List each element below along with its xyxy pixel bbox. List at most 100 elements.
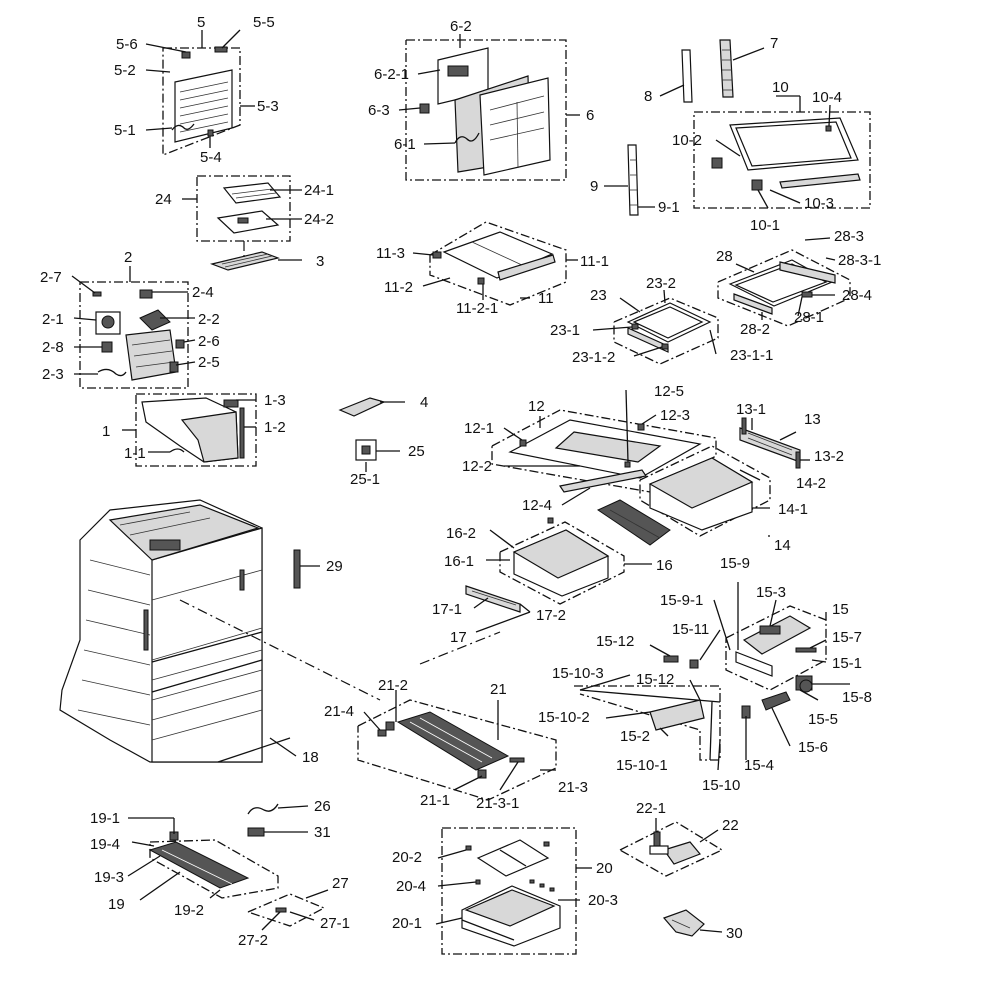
leader-lines-22-30 bbox=[655, 818, 723, 933]
label-15-10-3: 15-10-3 bbox=[552, 665, 604, 682]
label-6-1: 6-1 bbox=[394, 136, 416, 153]
part-group-16 bbox=[465, 517, 625, 613]
label-2: 2 bbox=[124, 249, 132, 266]
label-10-4: 10-4 bbox=[812, 89, 842, 106]
leader-lines-19-27 bbox=[127, 805, 329, 931]
label-16: 16 bbox=[656, 557, 673, 574]
label-2-7: 2-7 bbox=[40, 269, 62, 286]
label-15: 15 bbox=[832, 601, 849, 618]
label-5-6: 5-6 bbox=[116, 36, 138, 53]
label-15-10-1: 15-10-1 bbox=[616, 757, 668, 774]
label-15-4: 15-4 bbox=[744, 757, 774, 774]
label-15-9: 15-9 bbox=[720, 555, 750, 572]
label-10-3: 10-3 bbox=[804, 195, 834, 212]
label-20-4: 20-4 bbox=[396, 878, 426, 895]
label-15-12-a: 15-12 bbox=[596, 633, 634, 650]
label-2-8: 2-8 bbox=[42, 339, 64, 356]
label-5-2: 5-2 bbox=[114, 62, 136, 79]
label-15-8: 15-8 bbox=[842, 689, 872, 706]
label-10-2: 10-2 bbox=[672, 132, 702, 149]
part-group-23 bbox=[613, 297, 719, 365]
label-6-2-1: 6-2-1 bbox=[374, 66, 409, 83]
label-15-10-2: 15-10-2 bbox=[538, 709, 590, 726]
part-group-24 bbox=[196, 175, 291, 271]
label-28-3: 28-3 bbox=[834, 228, 864, 245]
label-1: 1 bbox=[102, 423, 110, 440]
label-14: 14 bbox=[774, 537, 791, 554]
label-1-3: 1-3 bbox=[264, 392, 286, 409]
label-2-2: 2-2 bbox=[198, 311, 220, 328]
label-15-1: 15-1 bbox=[832, 655, 862, 672]
label-17-1: 17-1 bbox=[432, 601, 462, 618]
leader-lines-5 bbox=[145, 29, 255, 148]
label-12-5: 12-5 bbox=[654, 383, 684, 400]
label-5-1: 5-1 bbox=[114, 122, 136, 139]
label-2-6: 2-6 bbox=[198, 333, 220, 350]
label-10: 10 bbox=[772, 79, 789, 96]
label-22-1: 22-1 bbox=[636, 800, 666, 817]
label-2-1: 2-1 bbox=[42, 311, 64, 328]
label-23-1: 23-1 bbox=[550, 322, 580, 339]
label-25-1: 25-1 bbox=[350, 471, 380, 488]
leader-lines-10 bbox=[604, 47, 831, 209]
leader-lines-24 bbox=[182, 189, 302, 261]
label-21-4: 21-4 bbox=[324, 703, 354, 720]
label-9: 9 bbox=[590, 178, 598, 195]
label-19-3: 19-3 bbox=[94, 869, 124, 886]
label-15-10: 15-10 bbox=[702, 777, 740, 794]
part-group-28 bbox=[717, 249, 851, 327]
leader-lines-12 bbox=[503, 389, 657, 506]
label-24: 24 bbox=[155, 191, 172, 208]
part-29-18 bbox=[179, 549, 501, 763]
label-5: 5 bbox=[197, 14, 205, 31]
label-27-2: 27-2 bbox=[238, 932, 268, 949]
label-19-1: 19-1 bbox=[90, 810, 120, 827]
label-11-2-1: 11-2-1 bbox=[456, 300, 498, 317]
part-group-15 bbox=[574, 605, 827, 761]
label-21-2: 21-2 bbox=[378, 677, 408, 694]
part-group-27 bbox=[247, 893, 326, 927]
part-group-1 bbox=[135, 393, 257, 467]
leader-lines-21 bbox=[363, 690, 556, 791]
label-9-1: 9-1 bbox=[658, 199, 680, 216]
part-group-13 bbox=[739, 417, 801, 469]
label-30: 30 bbox=[726, 925, 743, 942]
leader-lines-11 bbox=[412, 252, 578, 300]
label-27: 27 bbox=[332, 875, 349, 892]
label-8: 8 bbox=[644, 88, 652, 105]
part-group-5 bbox=[162, 46, 241, 156]
label-5-4: 5-4 bbox=[200, 149, 222, 166]
callout-labels: 5 5-5 5-6 5-2 5-3 5-1 5-4 6-2 6-2-1 6-3 … bbox=[40, 14, 881, 949]
label-15-5: 15-5 bbox=[808, 711, 838, 728]
label-2-5: 2-5 bbox=[198, 354, 220, 371]
label-12-4: 12-4 bbox=[522, 497, 552, 514]
label-21: 21 bbox=[490, 681, 507, 698]
label-20: 20 bbox=[596, 860, 613, 877]
label-24-2: 24-2 bbox=[304, 211, 334, 228]
label-15-11: 15-11 bbox=[672, 621, 709, 638]
label-23-2: 23-2 bbox=[646, 275, 676, 292]
leader-lines-20 bbox=[435, 849, 592, 925]
label-11-1: 11-1 bbox=[580, 253, 609, 270]
label-16-2: 16-2 bbox=[446, 525, 476, 542]
label-15-3: 15-3 bbox=[756, 584, 786, 601]
label-11-2: 11-2 bbox=[384, 279, 413, 296]
label-15-6: 15-6 bbox=[798, 739, 828, 756]
label-19-4: 19-4 bbox=[90, 836, 120, 853]
label-17: 17 bbox=[450, 629, 467, 646]
label-20-3: 20-3 bbox=[588, 892, 618, 909]
label-28: 28 bbox=[716, 248, 733, 265]
label-16-1: 16-1 bbox=[444, 553, 474, 570]
leader-lines-1 bbox=[122, 399, 256, 453]
label-28-1: 28-1 bbox=[794, 309, 824, 326]
label-25: 25 bbox=[408, 443, 425, 460]
leader-lines-16-17 bbox=[473, 529, 652, 633]
label-7: 7 bbox=[770, 35, 778, 52]
part-group-2 bbox=[79, 281, 189, 389]
label-12-3: 12-3 bbox=[660, 407, 690, 424]
label-13-1: 13-1 bbox=[736, 401, 766, 418]
label-3: 3 bbox=[316, 253, 324, 270]
label-2-3: 2-3 bbox=[42, 366, 64, 383]
label-13-2: 13-2 bbox=[814, 448, 844, 465]
